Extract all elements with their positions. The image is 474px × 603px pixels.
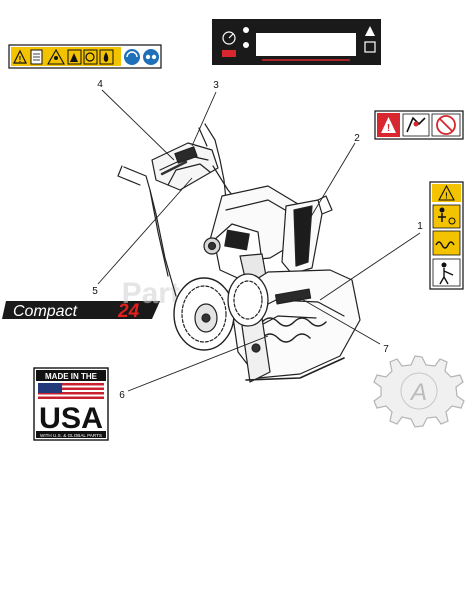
leader-lines bbox=[97, 89, 421, 392]
hand-entanglement-icon bbox=[67, 49, 82, 65]
american-flag-icon bbox=[38, 383, 104, 399]
operator-hazard-icon bbox=[432, 204, 461, 229]
svg-text:!: ! bbox=[445, 192, 448, 201]
callout-4: 4 bbox=[97, 79, 103, 90]
leader-line-3 bbox=[191, 91, 217, 147]
leader-line-1 bbox=[319, 232, 421, 301]
snow-blower-drawing bbox=[117, 123, 361, 383]
eye-protection-icon bbox=[143, 49, 159, 65]
engine-recoil-icon bbox=[224, 229, 250, 251]
chute-direction-icon bbox=[364, 26, 376, 53]
auger-entanglement-icon bbox=[432, 230, 461, 256]
callout-7: 7 bbox=[383, 344, 389, 355]
callout-5: 5 bbox=[92, 286, 98, 297]
model-name-decal: Compact 24 bbox=[2, 301, 160, 322]
auger-blades bbox=[261, 317, 327, 327]
watermark-gear-badge: A bbox=[373, 355, 465, 428]
svg-text:!: ! bbox=[19, 55, 22, 64]
callout-6: 6 bbox=[119, 390, 125, 401]
left-handle bbox=[123, 166, 157, 215]
right-wheel bbox=[227, 273, 269, 327]
usa-main-text: USA bbox=[39, 402, 103, 435]
warning-decal-strip: ! bbox=[8, 44, 162, 69]
usa-bottom-text: WITH U.S. & GLOBAL PARTS bbox=[40, 433, 102, 438]
thrown-object-warning-icon bbox=[47, 48, 65, 65]
left-wheel bbox=[173, 277, 235, 351]
auger-warning-decal: ! bbox=[429, 181, 464, 290]
warning-triangle-icon: ! bbox=[438, 184, 455, 201]
callout-2: 2 bbox=[354, 133, 360, 144]
usa-top-text: MADE IN THE bbox=[45, 372, 98, 381]
callout-1: 1 bbox=[417, 221, 423, 232]
chute-warning-decal: ! bbox=[374, 110, 464, 140]
auger-housing-decal bbox=[274, 288, 312, 305]
made-in-usa-decal: MADE IN THE USA WITH U.S. & GLOBAL PARTS bbox=[33, 367, 109, 441]
watermark-badge-letter: A bbox=[409, 379, 427, 406]
warning-triangle-icon: ! bbox=[13, 49, 27, 64]
right-handle bbox=[204, 123, 221, 161]
manual-book-icon bbox=[30, 49, 43, 65]
leader-line-7 bbox=[299, 297, 381, 345]
hand-in-chute-icon bbox=[402, 113, 430, 137]
leader-line-4 bbox=[101, 89, 175, 161]
clearing-tool-icon bbox=[432, 258, 461, 287]
control-panel-decal bbox=[212, 19, 381, 65]
callout-numbers: 1 2 3 4 5 6 7 bbox=[92, 79, 423, 401]
warning-triangle-icon: ! bbox=[381, 117, 396, 134]
leader-line-6 bbox=[127, 335, 269, 392]
callout-3: 3 bbox=[213, 80, 219, 91]
hearing-protection-icon bbox=[124, 49, 140, 65]
leader-line-5 bbox=[97, 177, 193, 285]
no-hands-prohibition-icon bbox=[431, 113, 461, 137]
leader-line-2 bbox=[305, 142, 356, 226]
svg-text:!: ! bbox=[387, 123, 390, 134]
speed-indicator-icon bbox=[222, 31, 236, 45]
fuel-hazard-icon bbox=[99, 49, 114, 65]
model-name-text: Compact bbox=[13, 303, 78, 320]
auger-hazard-icon bbox=[83, 49, 98, 65]
model-number-text: 24 bbox=[117, 301, 140, 322]
